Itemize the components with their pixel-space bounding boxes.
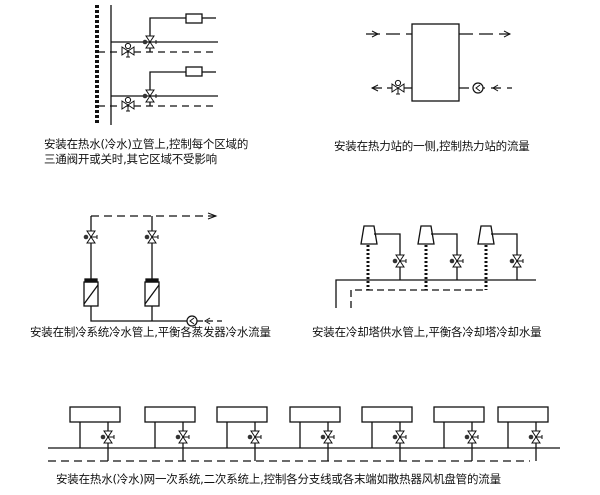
caption-line: 安装在冷却塔供水管上,平衡各冷却塔冷却水量 <box>312 325 542 339</box>
evaporator <box>83 278 99 307</box>
terminal-unit-branch <box>497 406 549 461</box>
caption-line: 安装在热力站的一侧,控制热力站的流量 <box>334 139 530 153</box>
cooling-tower-panel <box>335 225 536 308</box>
terminal-unit-box <box>361 406 413 423</box>
caption-cooling-tower: 安装在冷却塔供水管上,平衡各冷却塔冷却水量 <box>312 325 542 340</box>
heat-exchanger-box <box>411 23 460 102</box>
heat-station-panel <box>366 23 512 102</box>
terminal-unit-branch <box>216 406 268 461</box>
riser-zone-2 <box>98 66 218 112</box>
cooling-tower <box>477 225 524 290</box>
terminal-unit <box>185 13 203 24</box>
caption-riser: 安装在热水(冷水)立管上,控制每个区域的 三通阀开或关时,其它区域不受影响 <box>44 137 248 167</box>
chiller-panel <box>83 212 222 327</box>
terminal-unit <box>185 66 203 77</box>
evaporator <box>144 278 160 307</box>
network-panel <box>48 406 560 462</box>
balancing-valve-icon <box>391 79 405 95</box>
terminal-unit-branch <box>289 406 341 461</box>
pump-icon <box>472 82 484 94</box>
terminal-unit-box <box>289 406 341 423</box>
caption-line: 安装在热水(冷水)网一次系统,二次系统上,控制各分支线或各末端如散热器风机盘管的… <box>56 472 501 486</box>
caption-heat-station: 安装在热力站的一侧,控制热力站的流量 <box>334 139 530 154</box>
terminal-unit-box <box>69 406 121 423</box>
terminal-unit-box <box>433 406 485 423</box>
terminal-unit-branch <box>433 406 485 461</box>
terminal-unit-branch <box>69 406 121 461</box>
terminal-unit-branch <box>144 406 196 461</box>
caption-chiller: 安装在制冷系统冷水管上,平衡各蒸发器冷水流量 <box>30 325 271 340</box>
riser-panel <box>95 5 218 125</box>
balancing-valve-icon <box>121 96 135 112</box>
terminal-unit-box <box>144 406 196 423</box>
cooling-tower <box>417 225 464 290</box>
balancing-valve-icon <box>121 42 135 58</box>
caption-line: 安装在制冷系统冷水管上,平衡各蒸发器冷水流量 <box>30 325 271 339</box>
terminal-unit-box <box>216 406 268 423</box>
caption-network: 安装在热水(冷水)网一次系统,二次系统上,控制各分支线或各末端如散热器风机盘管的… <box>56 472 501 487</box>
caption-line: 三通阀开或关时,其它区域不受影响 <box>44 152 217 166</box>
cooling-tower <box>360 225 407 290</box>
caption-line: 安装在热水(冷水)立管上,控制每个区域的 <box>44 137 249 151</box>
terminal-unit-box <box>497 406 549 423</box>
riser-zone-1 <box>98 13 218 58</box>
terminal-unit-branch <box>361 406 413 461</box>
